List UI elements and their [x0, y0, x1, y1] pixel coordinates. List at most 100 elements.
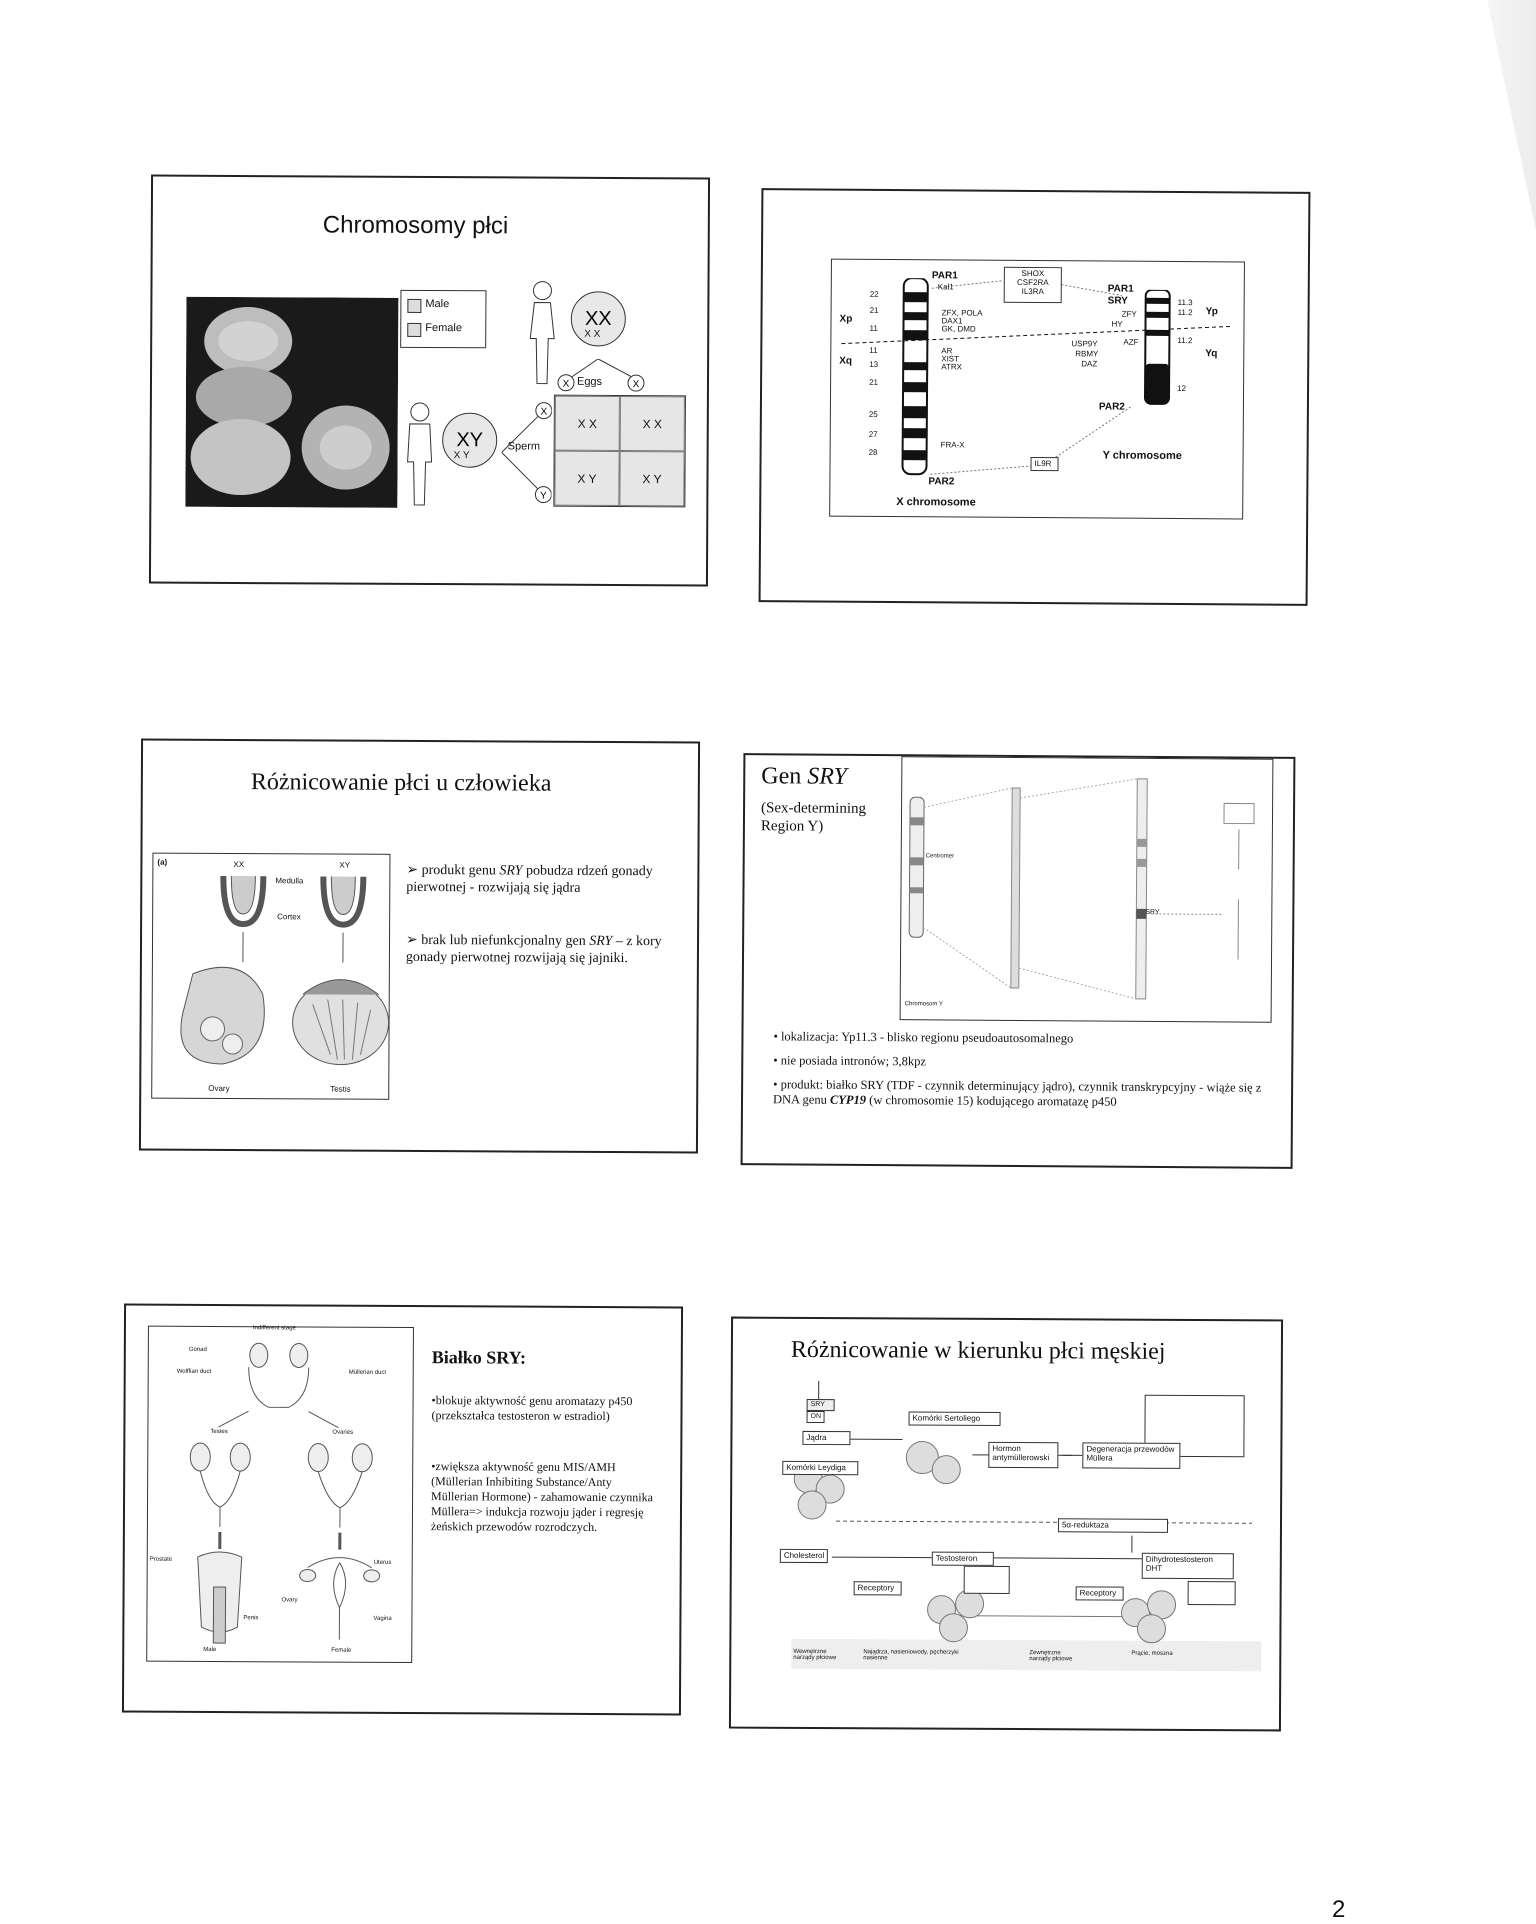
zfy-label: ZFY — [1122, 310, 1137, 319]
bullet-text: produkt genu — [422, 863, 500, 878]
par1-x-label: PAR1 — [932, 270, 958, 281]
sry-box: SRY — [807, 1399, 835, 1411]
band-label: 11.3 — [1178, 298, 1193, 307]
testosteron-box: Testosteron — [932, 1552, 994, 1566]
legend-male-label: Male — [425, 298, 449, 310]
slide-bialko-sry: Indifferent stage Gonad Wolffian duct Mü… — [122, 1304, 683, 1716]
gene-label: GK, DMD — [941, 324, 975, 333]
gene-name: SRY — [499, 863, 522, 878]
para2: •zwiększa aktywność genu MIS/AMH (Müller… — [431, 1459, 659, 1535]
legend-female-swatch — [407, 323, 421, 337]
hy-label: HY — [1111, 320, 1122, 329]
legend-male-swatch — [407, 299, 421, 313]
yp-label: Yp — [1206, 306, 1218, 317]
reduktaza-box: 5α-reduktaza — [1058, 1518, 1168, 1533]
paper-edge — [1466, 0, 1536, 1920]
gene-label: ATRX — [941, 362, 962, 371]
band-label: 11.2 — [1177, 336, 1192, 345]
slide-roznicowanie-meskie: Różnicowanie w kierunku płci męskiej SRY… — [729, 1317, 1283, 1732]
sperm-arrows: X Y — [501, 396, 552, 508]
xy-cell-icon: XY — [440, 410, 500, 470]
y-chromosome-label: Y chromosome — [1103, 449, 1182, 462]
bullet-item: • nie posiada intronów; 3,8kpz — [773, 1053, 1273, 1071]
zewn-label: Zewnętrzne narządy płciowe — [1029, 1650, 1075, 1662]
slide-title: Białko SRY: — [432, 1347, 526, 1368]
eggs-label: Eggs — [577, 376, 602, 388]
dht-box: Dihydrotestosteron DHT — [1142, 1553, 1234, 1579]
dht-empty-box — [1188, 1581, 1236, 1605]
pathway-arrows — [731, 1319, 1281, 1730]
par2-x-label: PAR2 — [928, 476, 954, 487]
gene-name: SRY — [807, 764, 847, 790]
legend: Male Female — [400, 290, 486, 348]
yq-label: Yq — [1205, 348, 1217, 359]
slide-gen-sry: Gen SRY (Sex-determining Region Y) SRY C… — [741, 753, 1296, 1169]
duct-development-figure: Indifferent stage Gonad Wolffian duct Mü… — [146, 1326, 414, 1663]
svg-text:XY: XY — [456, 429, 483, 451]
xx-cell-icon: XX — [568, 289, 628, 349]
bullet-list: ➢ produkt genu SRY pobudza rdzeń gonady … — [406, 862, 687, 981]
jadra-box: Jądra — [802, 1431, 850, 1445]
slide-title: Różnicowanie płci u człowieka — [251, 769, 552, 798]
slide-xy-chromosome-map: 22 21 11 11 13 21 25 27 28 Xp Xq PAR1 Ka… — [759, 188, 1311, 606]
rbmy-label: RBMY — [1075, 349, 1098, 358]
bullet-item: ➢ brak lub niefunkcjonalny gen SRY – z k… — [406, 932, 686, 967]
punnett-cell: X Y — [619, 451, 684, 506]
gene-name: SRY — [589, 934, 612, 949]
degeneracja-box: Degeneracja przewodów Müllera — [1082, 1442, 1180, 1469]
chromosome-micrograph — [185, 297, 398, 508]
punnett-cell: X X — [555, 396, 620, 451]
ovary-label: Ovary — [208, 1084, 229, 1093]
bullet-text: lokalizacja: Yp11.3 - blisko regionu pse… — [781, 1029, 1073, 1045]
on-box: ON — [807, 1411, 825, 1423]
bullet-text: nie posiada intronów; 3,8kpz — [781, 1053, 926, 1068]
wewn-label: Wewnętrzne narządy płciowe — [793, 1649, 845, 1661]
svg-text:XX: XX — [585, 308, 612, 330]
svg-text:X: X — [563, 379, 570, 390]
duct-drawing — [147, 1327, 413, 1662]
punnett-cell: X X — [620, 396, 685, 451]
azf-label: AZF — [1123, 338, 1138, 347]
band-label: 12 — [1177, 384, 1186, 393]
bullet-list: • lokalizacja: Yp11.3 - blisko regionu p… — [773, 1029, 1274, 1110]
amh-box: Hormon antymüllerowski — [988, 1442, 1058, 1468]
najadrza-label: Najądrza, nasieniowody, pęcherzyki nasie… — [863, 1649, 983, 1662]
slide-chromosomy-plci: Chromosomy płci Male Female XX X X X X E… — [149, 175, 710, 587]
gonad-figure: (a) XX XY Medulla Cortex Ovary Testis — [151, 853, 390, 1100]
subtitle: (Sex-determining Region Y) — [761, 799, 895, 836]
il9r-box: IL9R — [1030, 457, 1058, 471]
y-chromosome-bar — [1143, 290, 1174, 410]
frax-label: FRA-X — [941, 440, 965, 449]
slide-title: Gen SRY — [761, 763, 847, 791]
chromosome-label: Chromosom Y — [905, 1001, 943, 1007]
bullet-text: brak lub niefunkcjonalny gen — [421, 933, 589, 949]
xx-label: X X — [584, 329, 600, 340]
sry-fig-label: SRY — [1145, 909, 1159, 916]
band-label: 11.2 — [1178, 308, 1193, 317]
receptory-box-2: Receptory — [1076, 1586, 1124, 1600]
bullet-text: (w chromosomie 15) kodującego aromatazę … — [866, 1093, 1117, 1109]
gene-name: CYP19 — [830, 1093, 866, 1107]
par1-y-label: PAR1 — [1108, 284, 1134, 295]
pracie-label: Prącie, moszna — [1131, 1651, 1172, 1657]
bullet-item: • lokalizacja: Yp11.3 - blisko regionu p… — [773, 1029, 1273, 1047]
sry-locus-drawing — [901, 757, 1273, 1022]
usp9y-label: USP9Y — [1071, 339, 1097, 348]
legend-female-label: Female — [425, 322, 462, 334]
daz-label: DAZ — [1081, 359, 1097, 368]
title-text: Gen — [761, 763, 807, 789]
punnett-square: X X X X X Y X Y — [553, 395, 686, 508]
bullet-item: ➢ produkt genu SRY pobudza rdzeń gonady … — [406, 862, 686, 897]
shox-box: SHOX CSF2RA IL3RA — [1004, 267, 1062, 303]
receptory-box-1: Receptory — [854, 1581, 902, 1595]
xy-label: X Y — [454, 450, 470, 461]
sry-label: SRY — [1108, 296, 1128, 307]
sertoli-box: Komórki Sertoliego — [909, 1411, 1001, 1425]
gonad-drawing — [152, 854, 389, 1099]
slide-roznicowanie-plci: Różnicowanie płci u człowieka (a) XX XY … — [139, 739, 700, 1154]
svg-text:X: X — [540, 407, 547, 418]
par2-y-label: PAR2 — [1099, 401, 1125, 412]
x-chromosome-label: X chromosome — [896, 496, 976, 509]
bullet-item: • produkt: białko SRY (TDF - czynnik det… — [773, 1077, 1273, 1110]
para1: •blokuje aktywność genu aromatazy p450 (… — [431, 1393, 659, 1424]
